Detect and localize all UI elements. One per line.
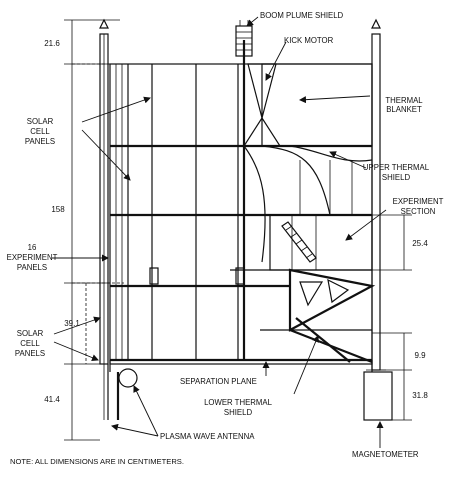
dim-31-8: 31.8 xyxy=(412,391,428,400)
label-lower-thermal-shield-1: LOWER THERMAL xyxy=(204,398,273,407)
label-experiment-panels-1: 16 xyxy=(28,243,37,252)
label-magnetometer: MAGNETOMETER xyxy=(352,450,419,459)
dim-21-6: 21.6 xyxy=(44,39,60,48)
left-booms xyxy=(99,18,109,420)
label-thermal-blanket-2: BLANKET xyxy=(386,105,422,114)
label-solar-cell-panels-bottom-1: SOLAR xyxy=(17,329,44,338)
label-upper-thermal-shield-2: SHIELD xyxy=(382,173,411,182)
dim-9-9: 9.9 xyxy=(414,351,426,360)
label-solar-cell-panels-top-3: PANELS xyxy=(25,137,55,146)
dim-158: 158 xyxy=(51,205,65,214)
label-boom-plume-shield: BOOM PLUME SHIELD xyxy=(260,11,344,20)
leader-arrows xyxy=(52,16,387,448)
right-boom xyxy=(366,18,386,371)
plasma-wave-antenna xyxy=(116,368,138,420)
label-thermal-blanket-1: THERMAL xyxy=(385,96,423,105)
label-upper-thermal-shield-1: UPPER THERMAL xyxy=(363,163,430,172)
label-solar-cell-panels-top-2: CELL xyxy=(30,127,50,136)
boom-plume-shield xyxy=(235,20,253,57)
label-experiment-panels-2: EXPERIMENT xyxy=(7,253,58,262)
dim-41-4: 41.4 xyxy=(44,395,60,404)
label-kick-motor: KICK MOTOR xyxy=(284,36,334,45)
label-solar-cell-panels-top-1: SOLAR xyxy=(27,117,54,126)
label-solar-cell-panels-bottom-3: PANELS xyxy=(15,349,45,358)
label-solar-cell-panels-bottom-2: CELL xyxy=(20,339,40,348)
dim-39-1: 39.1 xyxy=(64,319,80,328)
label-experiment-section-1: EXPERIMENT xyxy=(393,197,444,206)
spacecraft-body xyxy=(109,40,376,372)
label-plasma-wave-antenna: PLASMA WAVE ANTENNA xyxy=(160,432,255,441)
label-experiment-panels-3: PANELS xyxy=(17,263,47,272)
label-experiment-section-2: SECTION xyxy=(401,207,436,216)
magnetometer-sensor xyxy=(363,371,393,421)
dim-25-4: 25.4 xyxy=(412,239,428,248)
dimensions-note: NOTE: ALL DIMENSIONS ARE IN CENTIMETERS. xyxy=(10,457,184,466)
label-separation-plane: SEPARATION PLANE xyxy=(180,377,257,386)
left-dimension-line xyxy=(64,19,126,441)
kick-motor xyxy=(242,63,282,147)
label-lower-thermal-shield-2: SHIELD xyxy=(224,408,253,417)
